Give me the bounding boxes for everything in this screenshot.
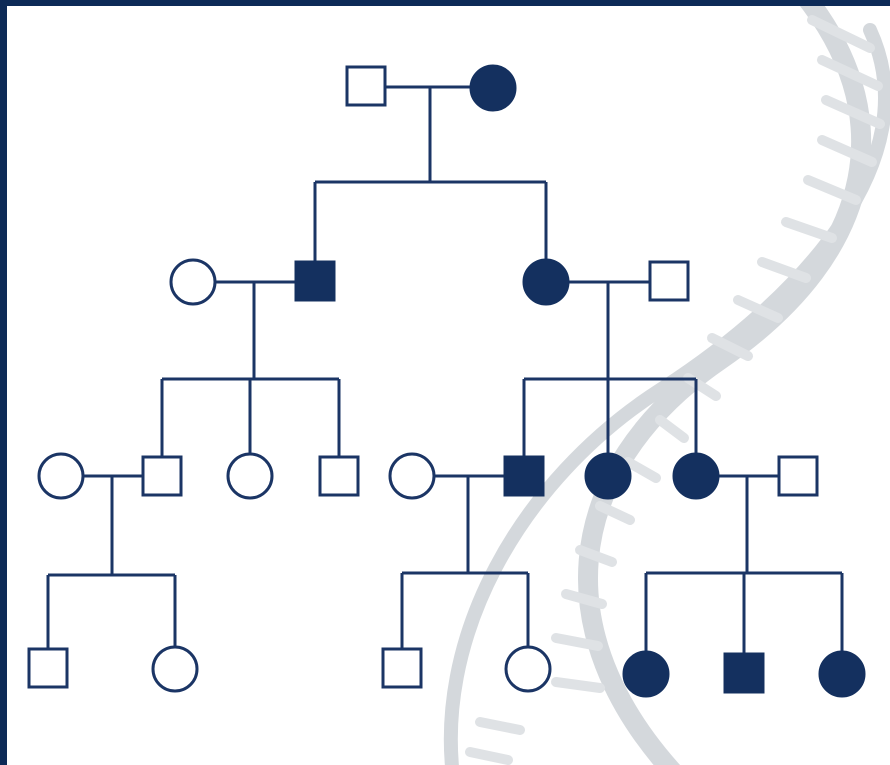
unaffected-male-symbol [345, 65, 387, 107]
unaffected-male-symbol [141, 455, 183, 497]
frame-border-top [0, 0, 890, 6]
unaffected-female-symbol [37, 452, 85, 500]
affected-female-symbol [469, 64, 517, 112]
affected-male-symbol [723, 652, 765, 694]
unaffected-female-symbol [151, 645, 199, 693]
affected-female-symbol [622, 650, 670, 698]
affected-female-symbol [818, 650, 866, 698]
pedigree-lines [46, 85, 844, 654]
unaffected-male-symbol [318, 455, 360, 497]
affected-male-symbol [294, 260, 336, 302]
pedigree-symbols [27, 64, 866, 698]
unaffected-female-symbol [226, 452, 274, 500]
unaffected-female-symbol [388, 452, 436, 500]
unaffected-male-symbol [648, 260, 690, 302]
affected-female-symbol [672, 452, 720, 500]
dna-helix-icon [443, 0, 890, 765]
affected-male-symbol [503, 455, 545, 497]
unaffected-female-symbol [504, 645, 552, 693]
unaffected-female-symbol [169, 258, 217, 306]
frame-border-left [0, 0, 7, 765]
unaffected-male-symbol [777, 455, 819, 497]
affected-female-symbol [584, 452, 632, 500]
unaffected-male-symbol [27, 647, 69, 689]
unaffected-male-symbol [381, 647, 423, 689]
affected-female-symbol [522, 258, 570, 306]
